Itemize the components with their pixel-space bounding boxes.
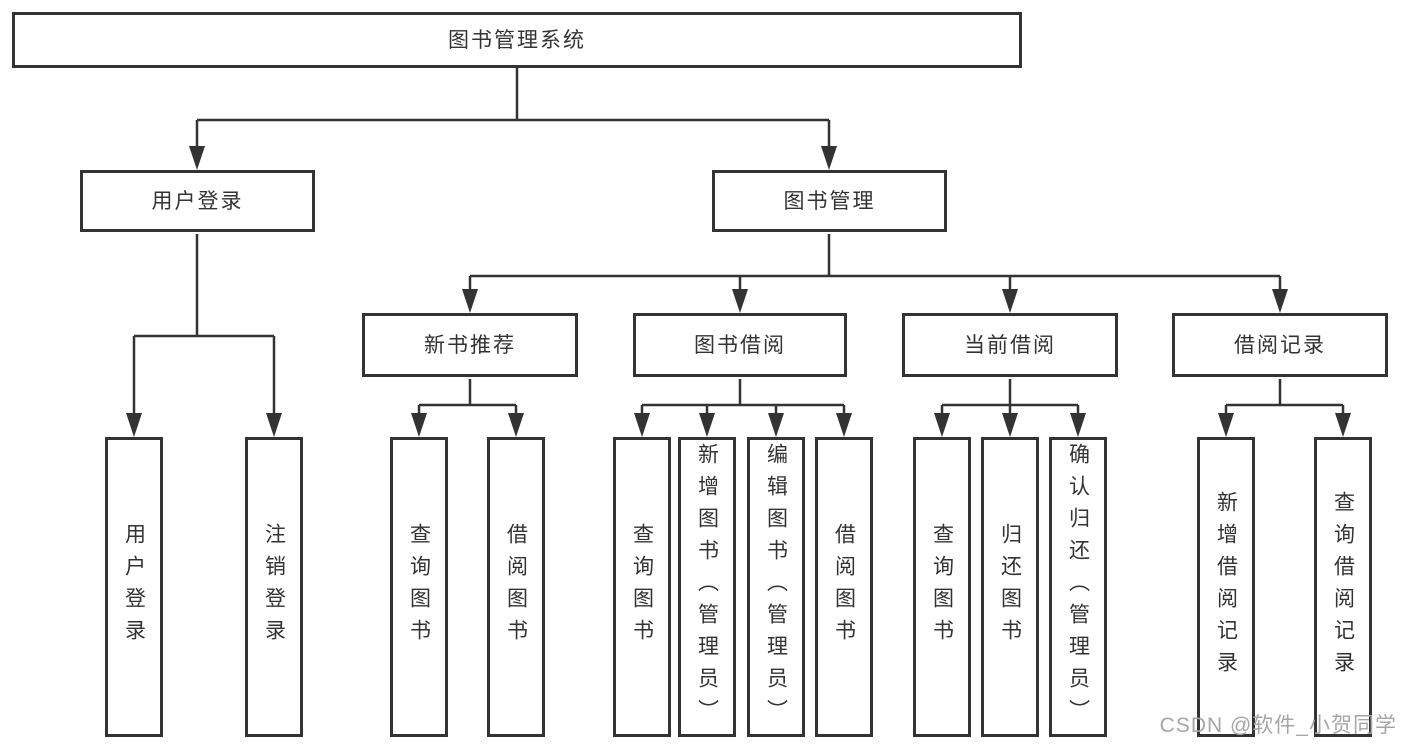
leaf-label: 借阅图书: [504, 523, 528, 651]
leaf-return-books: 归还图书: [981, 437, 1039, 737]
leaf-label: 查询图书: [407, 523, 431, 651]
leaf-confirm-return-admin: 确认归还（管理员）: [1049, 437, 1107, 737]
leaf-logout: 注销登录: [245, 437, 303, 737]
leaf-label: 归还图书: [998, 523, 1022, 651]
node-current-borrow: 当前借阅: [902, 313, 1118, 377]
arrowheads: [126, 146, 1351, 437]
leaf-label: 用户登录: [122, 523, 146, 651]
node-user-login: 用户登录: [80, 170, 315, 232]
leaf-label: 借阅图书: [832, 523, 856, 651]
leaf-label: 确认归还（管理员）: [1066, 443, 1090, 731]
leaf-borrow-books: 借阅图书: [815, 437, 873, 737]
leaf-borrow-books-recommend: 借阅图书: [487, 437, 545, 737]
leaf-label: 查询借阅记录: [1331, 491, 1355, 683]
leaf-label: 查询图书: [630, 523, 654, 651]
node-label: 图书管理: [783, 189, 876, 213]
leaf-user-login: 用户登录: [105, 437, 163, 737]
node-label: 图书借阅: [694, 333, 786, 357]
leaf-add-borrow-record: 新增借阅记录: [1197, 437, 1255, 737]
leaf-query-books-recommend: 查询图书: [390, 437, 448, 737]
node-borrow-records: 借阅记录: [1172, 313, 1388, 377]
csdn-watermark: CSDN @软件_小贺同学: [1159, 714, 1397, 737]
node-book-management: 图书管理: [712, 170, 947, 232]
leaf-query-borrow-record: 查询借阅记录: [1314, 437, 1372, 737]
leaf-label: 新增图书（管理员）: [695, 443, 719, 731]
node-new-book-recommend: 新书推荐: [362, 313, 578, 377]
node-label: 新书推荐: [424, 333, 516, 357]
leaf-label: 新增借阅记录: [1214, 491, 1238, 683]
leaf-query-books-current: 查询图书: [913, 437, 971, 737]
leaf-label: 注销登录: [262, 523, 286, 651]
node-label: 用户登录: [151, 189, 244, 213]
node-label: 图书管理系统: [448, 28, 586, 52]
leaf-edit-books-admin: 编辑图书（管理员）: [747, 437, 805, 737]
node-library-system: 图书管理系统: [12, 12, 1022, 68]
node-book-borrow: 图书借阅: [633, 313, 847, 377]
leaf-query-books-borrow: 查询图书: [613, 437, 671, 737]
node-label: 借阅记录: [1234, 333, 1326, 357]
node-label: 当前借阅: [964, 333, 1056, 357]
leaf-label: 查询图书: [930, 523, 954, 651]
leaf-label: 编辑图书（管理员）: [764, 443, 788, 731]
leaf-add-books-admin: 新增图书（管理员）: [678, 437, 736, 737]
